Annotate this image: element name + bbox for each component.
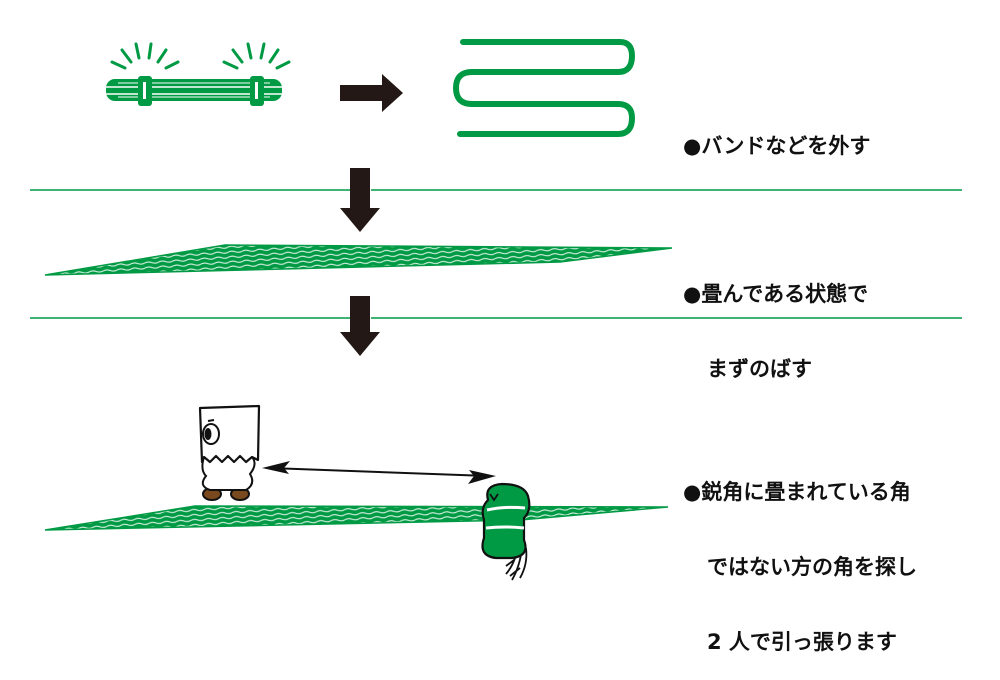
step-3-line-2: ではない方の角を探し [707,555,917,579]
double-arrow-icon [262,461,496,484]
caption-text: バンドなどを外す [701,134,871,158]
person-character-icon [198,404,261,501]
step-1-caption: ●バンドなどを外す [683,84,870,184]
sparkle-lines-left [110,42,180,70]
flattened-net [44,244,673,276]
step-3-line-3: 2 人で引っ張ります [707,630,897,654]
instruction-diagram [30,39,962,581]
bullet-icon: ● [683,480,702,504]
step-2-caption: ●畳んである状態で まずのばす [683,232,868,407]
bundled-net-icon [106,42,291,106]
arrow-down-icon [340,168,380,232]
caption-text: 畳んである状態で [701,282,869,306]
bundle-body [106,76,282,106]
step-3-caption: ●鋭角に畳まれている角 ではない方の角を探し 2 人で引っ張ります [683,430,917,680]
caption-text: 鋭角に畳まれている角 [701,480,911,504]
step-1-line-1: ●バンドなどを外す [683,134,870,159]
arrow-right-icon [340,74,403,112]
bullet-icon: ● [683,282,702,306]
step-3-line-1: ●鋭角に畳まれている角 [683,480,917,505]
sparkle-lines-right [222,42,291,70]
step-2-line-1: ●畳んである状態で [683,282,868,307]
bullet-icon: ● [683,134,702,158]
step-2-line-2: まずのばす [707,357,812,381]
net-roll-character-icon [481,482,531,581]
spread-net [44,505,669,531]
arrow-down-icon [340,296,380,356]
folded-net-icon [453,39,635,137]
